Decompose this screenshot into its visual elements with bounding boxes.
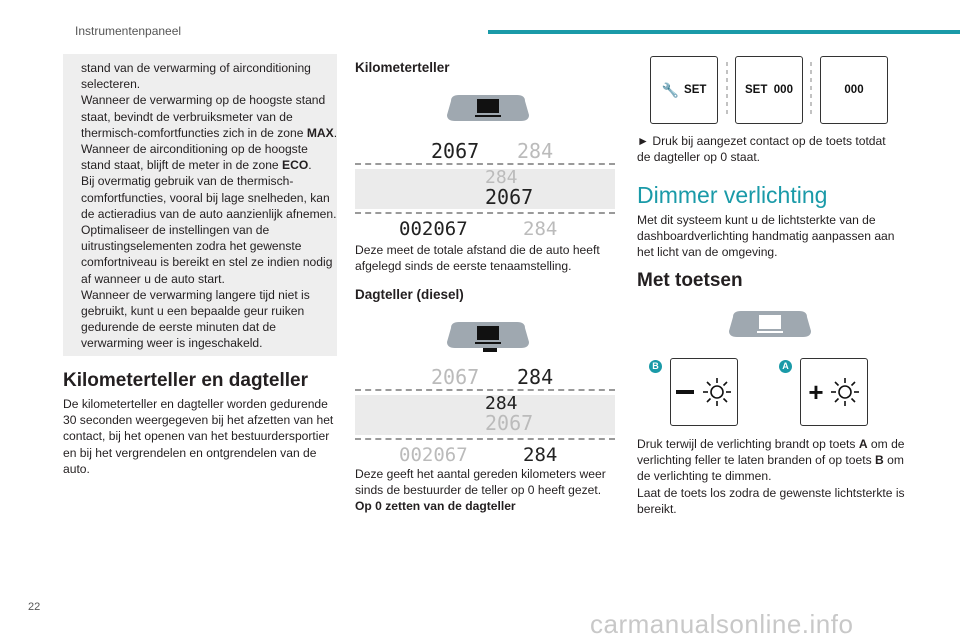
minus-icon xyxy=(676,390,694,394)
dimmer-plus-button: + xyxy=(800,358,868,426)
sun-icon xyxy=(703,378,731,406)
key-label: 000 xyxy=(844,84,864,96)
heading-kilometerteller: Kilometerteller xyxy=(355,60,450,75)
heading-met-toetsen: Met toetsen xyxy=(637,270,743,291)
odo-short-value-dim: 2067 xyxy=(431,365,480,389)
badge-a: A xyxy=(779,360,792,373)
note-line: Wanneer de airconditioning op de hoogste… xyxy=(81,142,312,173)
divider-dotted xyxy=(726,62,728,118)
trip-value-dim: 284 xyxy=(485,167,518,188)
note-line: stand van de verwarming of airconditioni… xyxy=(81,61,311,92)
key-000: 000 xyxy=(820,56,888,124)
heading-dagteller: Dagteller (diesel) xyxy=(355,287,464,302)
trip-value-dim: 284 xyxy=(523,218,558,240)
dagteller-body: Deze geeft het aantal gereden kilometers… xyxy=(355,467,606,498)
met-toetsen-body: Druk terwijl de verlichting brandt op to… xyxy=(637,437,905,516)
trip-value: 284 xyxy=(517,365,554,389)
section-header: Instrumentenpaneel xyxy=(75,24,182,38)
wrench-icon: 🔧 xyxy=(661,81,680,98)
note-box: stand van de verwarming of airconditioni… xyxy=(63,54,337,356)
set-key-label: SET 000 xyxy=(745,84,793,96)
heading-dimmer: Dimmer verlichting xyxy=(637,182,828,208)
odo-short-value-dim: 2067 xyxy=(485,411,534,435)
odo-full-value-dim: 002067 xyxy=(399,444,468,466)
sun-icon xyxy=(830,378,859,406)
trip-value-dim: 284 xyxy=(517,139,554,163)
set-key-label: SET xyxy=(684,84,707,96)
badge-b: B xyxy=(649,360,662,373)
odo-short-value: 2067 xyxy=(431,139,480,163)
tripmeter-display: 2067 284 284 2067 002067 284 xyxy=(355,364,615,466)
dimmer-body: Met dit systeem kunt u de lichtsterkte v… xyxy=(637,213,895,260)
heading-km-dagteller: Kilometerteller en dagteller xyxy=(63,370,308,391)
instrument-cluster-icon xyxy=(447,322,529,352)
plus-icon: + xyxy=(808,377,824,407)
note-line: Bij overmatig gebruik van de thermisch-c… xyxy=(81,174,337,221)
trip-value: 284 xyxy=(485,393,518,414)
divider-dotted xyxy=(810,62,812,118)
instrument-cluster-icon xyxy=(447,95,529,121)
watermark: carmanualsonline.info xyxy=(590,609,854,639)
kilometerteller-body: Deze meet de totale afstand die de auto … xyxy=(355,243,600,274)
reset-step: ► Druk bij aangezet contact op de toets … xyxy=(637,134,886,165)
km-dagteller-body: De kilometerteller en dagteller worden g… xyxy=(63,397,334,476)
reset-label: Op 0 zetten van de dagteller xyxy=(355,499,516,513)
note-line: Optimaliseer de instellingen van de uitr… xyxy=(81,223,333,286)
set-key-wrench: 🔧 SET xyxy=(650,56,718,124)
odo-short-value: 2067 xyxy=(485,185,534,209)
note-line: Wanneer de verwarming langere tijd niet … xyxy=(81,287,310,351)
header-accent-bar xyxy=(488,30,960,34)
odo-full-value: 002067 xyxy=(399,218,468,240)
trip-value: 284 xyxy=(523,444,558,466)
dimmer-minus-button xyxy=(670,358,738,426)
set-key-000: SET 000 xyxy=(735,56,803,124)
page-number: 22 xyxy=(28,601,41,613)
note-line: Wanneer de verwarming op de hoogste stan… xyxy=(81,93,338,140)
odometer-display: 2067 284 284 2067 002067 284 xyxy=(355,138,615,240)
instrument-cluster-icon xyxy=(729,311,811,337)
